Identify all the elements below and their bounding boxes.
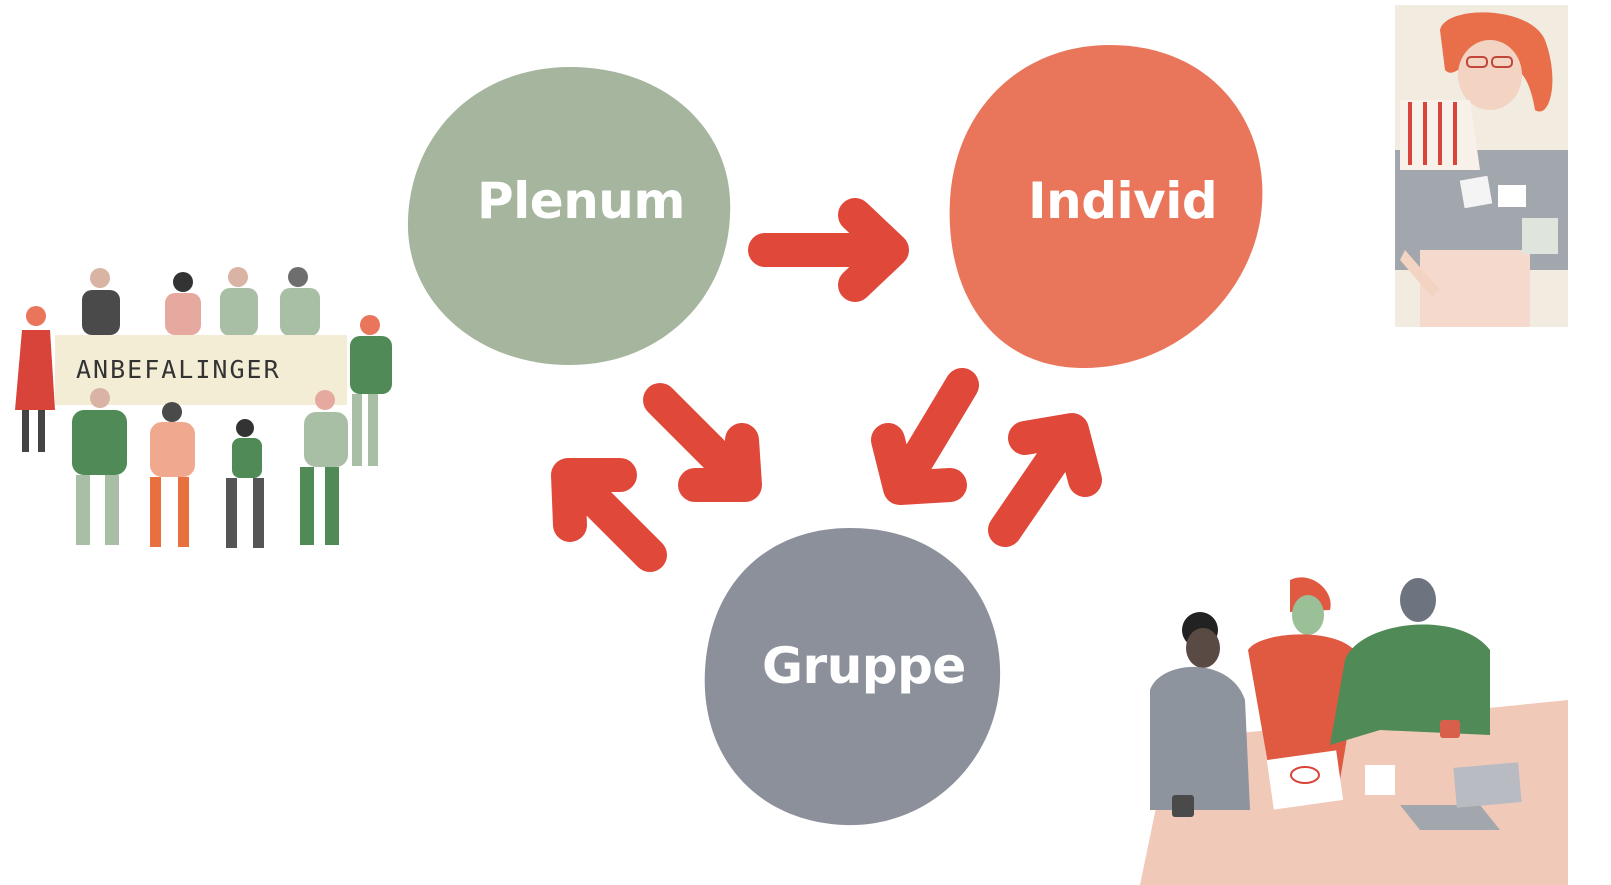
woman-at-desk-illustration: [1395, 5, 1568, 327]
arrow-plenum-to-gruppe: [643, 383, 762, 502]
individ-blob: [949, 45, 1263, 369]
group-at-table-illustration: [1140, 577, 1568, 885]
individ-label: Individ: [1028, 172, 1218, 230]
arrow-gruppe-to-individ: [988, 413, 1102, 547]
gruppe-label: Gruppe: [762, 637, 966, 695]
arrow-individ-to-gruppe: [871, 368, 979, 505]
sign-text: ANBEFALINGER: [76, 355, 281, 384]
plenum-blob: [407, 67, 731, 365]
arrow-gruppe-to-plenum: [551, 458, 667, 572]
gruppe-blob: [704, 528, 1001, 826]
arrow-plenum-to-individ: [748, 198, 909, 302]
people-with-sign-illustration: [15, 267, 392, 548]
plenum-label: Plenum: [477, 172, 686, 230]
